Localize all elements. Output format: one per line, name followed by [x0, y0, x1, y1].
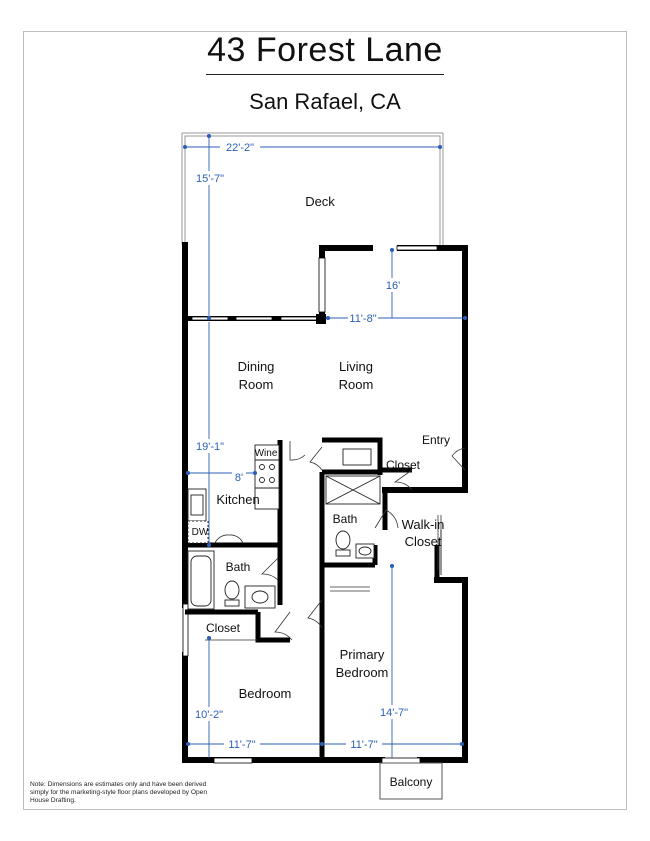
label-wine: Wine [255, 448, 278, 459]
label-bedroom: Bedroom [239, 686, 292, 701]
label-dining-1: Dining [238, 359, 275, 374]
deck-outline [181, 132, 444, 248]
dim-deck-depth: 15'-7" [196, 173, 224, 185]
dim-kitchen-width: 8' [235, 472, 243, 484]
windows [182, 245, 438, 764]
title-underline [206, 74, 444, 75]
exterior-walls [182, 242, 468, 763]
label-walkin-2: Closet [405, 534, 442, 549]
label-primary-2: Bedroom [336, 665, 389, 680]
page-title: 43 Forest Lane [207, 31, 443, 69]
label-deck: Deck [305, 194, 335, 209]
fixtures [187, 444, 442, 610]
label-dw: DW [192, 527, 209, 538]
dim-living-width: 11'-8" [349, 313, 376, 325]
dimension-labels: 22'-2" 15'-7" 16' 11'-8" 19'-1" 8' 10'-2… [195, 142, 408, 751]
label-closet-entry: Closet [386, 458, 421, 472]
label-living-2: Room [339, 377, 374, 392]
dim-deck-width: 22'-2" [226, 142, 254, 154]
label-closet-bedroom: Closet [206, 621, 241, 635]
label-primary-1: Primary [340, 647, 385, 662]
dim-bedroom-depth: 10'-2" [195, 709, 223, 721]
dim-dining-depth: 19'-1" [196, 441, 224, 453]
dim-bedroom-width: 11'-7" [228, 739, 255, 751]
dim-primary-width: 11'-7" [350, 739, 377, 751]
interior-walls [185, 437, 440, 760]
page-subtitle: San Rafael, CA [249, 89, 401, 114]
label-dining-2: Room [239, 377, 274, 392]
label-living-1: Living [339, 359, 373, 374]
deck-slider-wall [185, 314, 326, 324]
disclaimer-note: Note: Dimensions are estimates only and … [30, 781, 208, 804]
dimension-label-bgs [191, 140, 412, 751]
label-walkin-1: Walk-in [402, 517, 445, 532]
label-entry: Entry [422, 433, 450, 447]
label-bath-hall: Bath [226, 560, 251, 574]
label-balcony: Balcony [390, 775, 433, 789]
dim-primary-depth: 14'-7" [380, 707, 408, 719]
label-bath-primary: Bath [333, 512, 358, 526]
dim-living-depth: 16' [386, 280, 400, 292]
label-kitchen: Kitchen [216, 492, 259, 507]
page-frame [23, 31, 627, 810]
balcony-outline [379, 762, 443, 800]
room-labels: Deck Dining Room Living Room Entry Close… [192, 194, 450, 789]
